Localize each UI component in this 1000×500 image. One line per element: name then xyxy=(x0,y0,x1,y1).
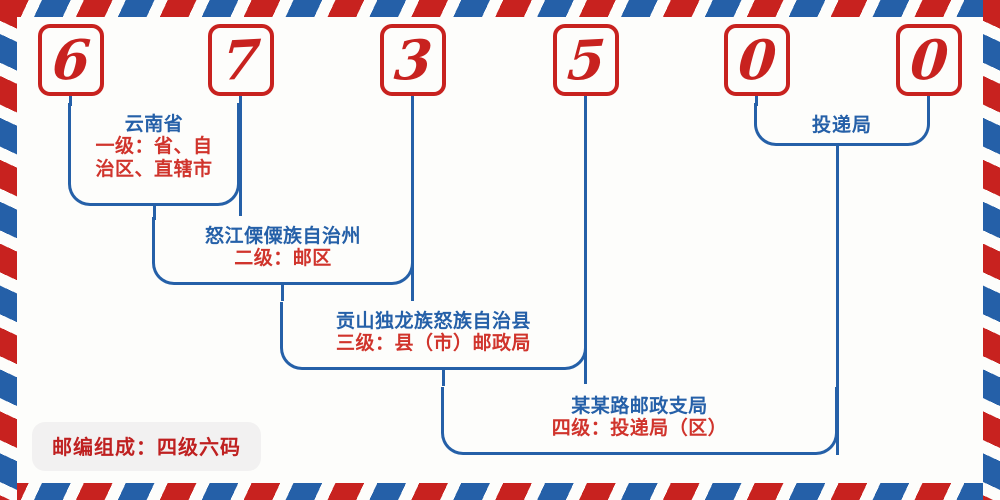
postal-digit-box-3: 3 xyxy=(380,24,446,96)
airmail-border-top xyxy=(0,0,1000,17)
postal-digit-2: 7 xyxy=(220,27,262,93)
stem-digit-2 xyxy=(239,96,242,216)
delivery-office-label: 投递局 xyxy=(811,114,872,136)
level-2-text-group: 怒江傈僳族自治州 二级：邮区 xyxy=(152,225,414,270)
postal-digit-box-1: 6 xyxy=(38,24,104,96)
postal-digit-box-2: 7 xyxy=(208,24,274,96)
airmail-border-bottom xyxy=(0,483,1000,500)
level-4-text-group: 某某路邮政支局 四级：投递局（区） xyxy=(441,395,838,440)
stem-level-1-down xyxy=(153,206,156,220)
stem-delivery-office-down xyxy=(836,146,839,455)
level-2-name: 怒江傈僳族自治州 xyxy=(204,225,361,247)
postal-code-composition-badge: 邮编组成：四级六码 xyxy=(32,422,261,471)
level-3-name: 贡山独龙族怒族自治县 xyxy=(335,310,531,332)
level-4-name: 某某路邮政支局 xyxy=(571,395,708,417)
level-3-desc-line1: 三级：县（市）邮政局 xyxy=(335,332,531,355)
postal-digit-4: 5 xyxy=(565,27,607,93)
postal-digit-1: 6 xyxy=(50,27,92,93)
level-2-desc-line1: 二级：邮区 xyxy=(234,247,332,270)
stem-level-3-down xyxy=(442,370,445,386)
bracket-delivery-office xyxy=(754,103,930,146)
level-1-desc-line1: 一级：省、自 xyxy=(95,135,213,158)
postal-digit-5: 0 xyxy=(736,27,778,93)
postal-digit-6: 0 xyxy=(908,27,950,93)
bracket-level-2 xyxy=(152,217,414,285)
postal-digit-3: 3 xyxy=(392,27,434,93)
stem-digit-5 xyxy=(755,96,758,106)
bracket-level-1 xyxy=(68,103,240,206)
airmail-border-left xyxy=(0,0,17,500)
bracket-level-3 xyxy=(280,302,587,370)
stem-level-2-down xyxy=(281,285,284,301)
level-1-name: 云南省 xyxy=(124,113,184,135)
level-3-text-group: 贡山独龙族怒族自治县 三级：县（市）邮政局 xyxy=(280,310,587,355)
stem-digit-6 xyxy=(927,96,930,106)
stem-digit-3 xyxy=(411,96,414,301)
postal-digit-box-6: 0 xyxy=(896,24,962,96)
postal-digit-box-4: 5 xyxy=(553,24,619,96)
level-1-desc-line2: 治区、直辖市 xyxy=(95,157,213,180)
stem-digit-1 xyxy=(69,96,72,106)
postal-digit-box-5: 0 xyxy=(724,24,790,96)
level-1-text-group: 云南省 一级：省、自 治区、直辖市 xyxy=(68,113,240,180)
airmail-border-right xyxy=(983,0,1000,500)
level-4-desc-line1: 四级：投递局（区） xyxy=(551,417,728,440)
stem-digit-4 xyxy=(584,96,587,384)
